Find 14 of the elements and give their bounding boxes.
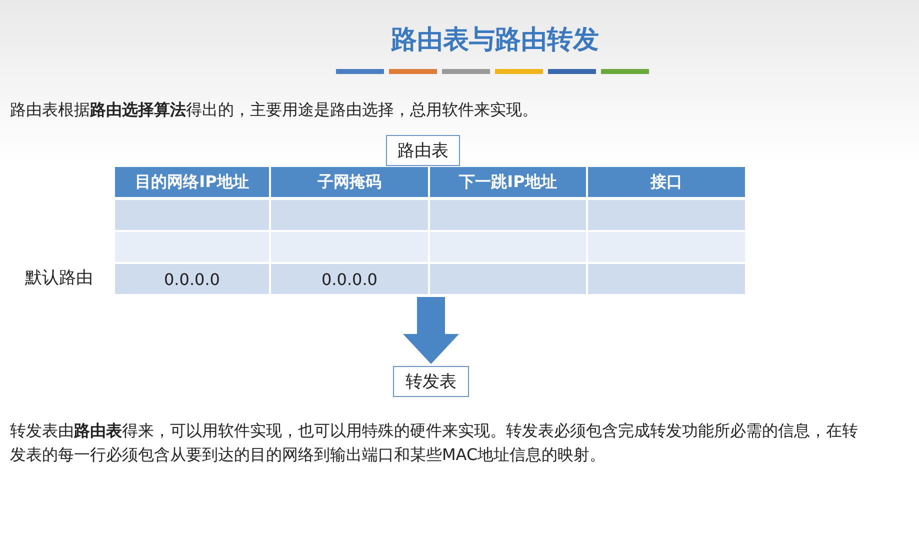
table-caption: 路由表 — [386, 135, 460, 166]
paragraph: 转发表由路由表得来，可以用软件实现，也可以用特殊的硬件来实现。转发表必须包含完成转发功能所必需的信息，在转发表的每一行必须包含从要到达的目的网络到输出端口和某些MAC地址信息的映射。 — [10, 420, 859, 466]
paragraph: 路由表根据路由选择算法得出的，主要用途是路由选择，总用软件来实现。 — [10, 99, 539, 121]
header-cell: 目的网络IP地址 — [115, 167, 271, 197]
table-cell: 0.0.0.0 — [271, 264, 430, 294]
table-name-box: 转发表 — [393, 366, 469, 397]
header-cell: 接口 — [588, 167, 745, 197]
header-cell: 下一跳IP地址 — [430, 167, 588, 197]
row-label: 默认路由 — [25, 267, 94, 290]
block-arrow — [403, 297, 459, 364]
title: 路由表与路由转发 — [390, 24, 600, 57]
routing-table — [115, 134, 745, 295]
header-cell: 子网掩码 — [271, 167, 430, 197]
table-cell: 0.0.0.0 — [115, 264, 271, 294]
